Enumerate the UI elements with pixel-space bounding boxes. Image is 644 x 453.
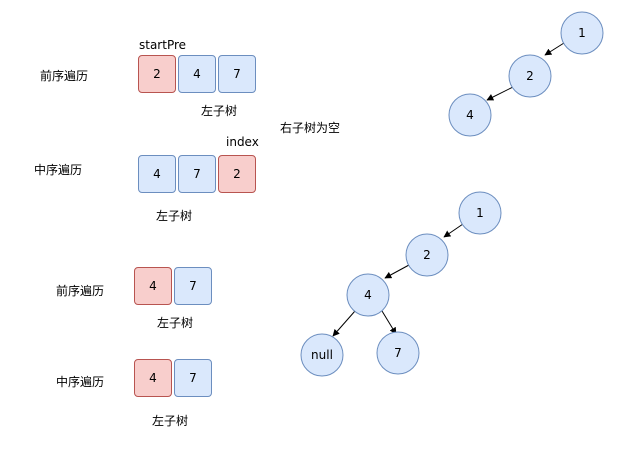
- tree-node: 2: [508, 54, 552, 98]
- index-label: index: [226, 135, 259, 149]
- tree-edge: [384, 264, 410, 279]
- tree-edge: [381, 310, 397, 335]
- tree-node: 7: [376, 331, 420, 375]
- tree-node-label: 7: [394, 346, 402, 360]
- tree-edge: [486, 86, 514, 101]
- array-cell: 4: [134, 359, 172, 397]
- left-subtree-label-1: 左子树: [201, 104, 238, 118]
- tree-node-label: 2: [526, 69, 534, 83]
- tree-node-label: 4: [466, 108, 474, 122]
- left-subtree-label-4: 左子树: [152, 414, 189, 428]
- tree-node-label: 4: [364, 288, 372, 302]
- left-subtree-label-3: 左子树: [157, 316, 194, 330]
- preorder-label-2: 前序遍历: [56, 284, 105, 298]
- tree-node: 2: [405, 233, 449, 277]
- tree-node-label: 1: [578, 26, 586, 40]
- tree-edge: [332, 310, 356, 337]
- array-cell: 4: [134, 267, 172, 305]
- start-pre-label: startPre: [139, 38, 187, 52]
- array-cell: 4: [138, 155, 176, 193]
- array-cell: 7: [174, 267, 212, 305]
- array-cell: 2: [218, 155, 256, 193]
- array-cell: 2: [138, 55, 176, 93]
- array-cell: 7: [174, 359, 212, 397]
- left-subtree-label-2: 左子树: [156, 209, 193, 223]
- array-cell: 4: [178, 55, 216, 93]
- tree-node: 4: [346, 273, 390, 317]
- preorder-label-1: 前序遍历: [40, 69, 89, 83]
- tree-edge: [544, 42, 565, 56]
- tree-edge: [443, 223, 464, 238]
- tree-node: 1: [458, 191, 502, 235]
- tree-node-label: 1: [476, 206, 484, 220]
- tree-node: null: [300, 333, 344, 377]
- right-subtree-empty-label: 右子树为空: [280, 121, 341, 135]
- array-cell: 7: [178, 155, 216, 193]
- tree-node: 4: [448, 93, 492, 137]
- inorder-label-2: 中序遍历: [56, 375, 105, 389]
- tree-node-label: 2: [423, 248, 431, 262]
- tree-node: 1: [560, 11, 604, 55]
- array-cell: 7: [218, 55, 256, 93]
- inorder-label-1: 中序遍历: [34, 163, 83, 177]
- tree-node-label: null: [311, 348, 333, 362]
